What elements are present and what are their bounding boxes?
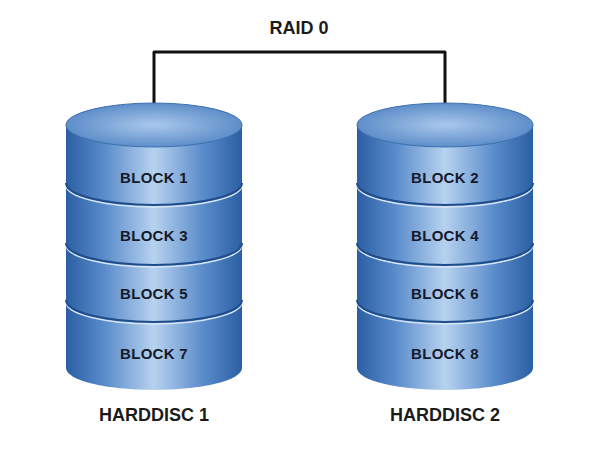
block-label: BLOCK 2 [411,169,479,186]
data-block: BLOCK 5 [66,265,242,322]
band-highlight [66,185,242,207]
data-block: BLOCK 1 [66,149,242,205]
block-label: BLOCK 7 [120,345,188,362]
data-block: BLOCK 2 [357,149,533,205]
raid-connector [154,52,445,103]
data-block: BLOCK 4 [357,205,533,265]
block-label: BLOCK 4 [411,227,479,244]
diagram-title: RAID 0 [0,18,598,39]
band-separator [357,183,533,205]
band-separator [66,243,242,265]
band-highlight [357,185,533,207]
block-label: BLOCK 1 [120,169,188,186]
band-highlight [357,245,533,267]
block-label: BLOCK 8 [411,345,479,362]
band-separator [357,300,533,322]
hard-disk: HARDDISC 1BLOCK 1BLOCK 3BLOCK 5BLOCK 7 [66,103,242,393]
cylinder-body [66,125,242,390]
data-block: BLOCK 6 [357,265,533,322]
disk-label: HARDDISC 1 [26,405,282,426]
block-label: BLOCK 5 [120,285,188,302]
block-label: BLOCK 3 [120,227,188,244]
band-highlight [66,245,242,267]
block-label: BLOCK 6 [411,285,479,302]
cylinder-top [66,103,242,147]
data-block: BLOCK 7 [66,322,242,384]
data-block: BLOCK 8 [357,322,533,384]
cylinder-top [357,103,533,147]
band-separator [357,243,533,265]
hard-disk: HARDDISC 2BLOCK 2BLOCK 4BLOCK 6BLOCK 8 [357,103,533,393]
band-separator [66,183,242,205]
band-highlight [357,302,533,324]
band-separator [66,300,242,322]
data-block: BLOCK 3 [66,205,242,265]
cylinder-body [357,125,533,390]
band-highlight [66,302,242,324]
disk-label: HARDDISC 2 [317,405,573,426]
